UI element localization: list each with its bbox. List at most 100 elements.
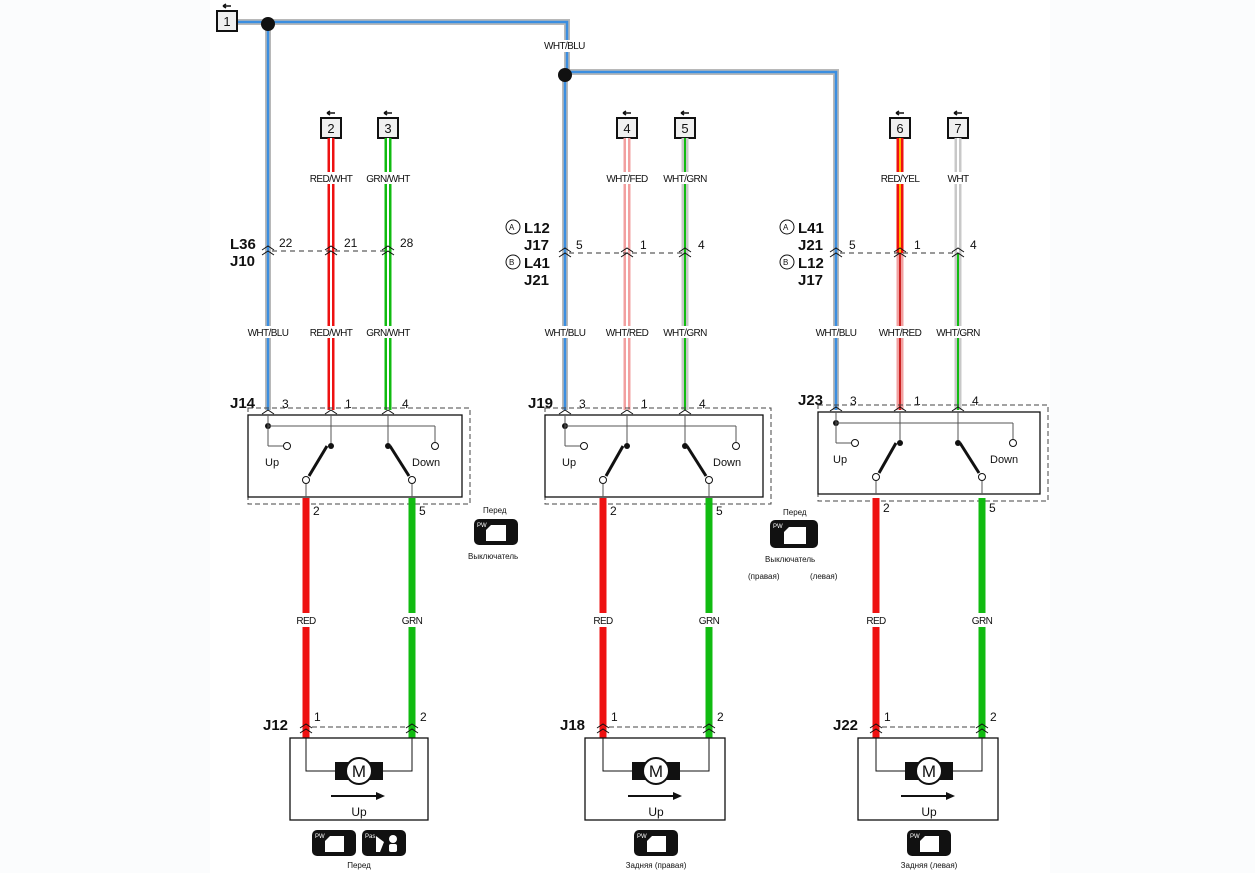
terminal-2[interactable]: 2 [320,110,342,139]
connector-chevron [558,247,572,258]
down-label: Down [412,457,440,469]
down-label: Down [990,454,1018,466]
terminal-number: 3 [384,121,391,136]
pin-label: 2 [420,710,427,724]
pin-label: 1 [884,710,891,724]
svg-text:Перед: Перед [783,508,807,517]
pin-label: 3 [579,397,586,411]
arrow-left-icon [953,110,962,116]
terminal-7[interactable]: 7 [947,110,969,139]
window-door-icon [647,836,666,852]
window-door-icon [920,836,939,852]
arrow-left-icon [622,110,631,116]
wire-label: WHT/GRN [936,328,980,339]
connector-chevron [596,723,610,734]
terminal-number: 7 [954,121,961,136]
connector-chevron [324,409,338,415]
up-label: Up [562,457,576,469]
svg-text:PW: PW [477,523,487,529]
arrow-left-icon [326,110,335,116]
svg-text:4: 4 [970,238,977,252]
svg-text:1: 1 [914,238,921,252]
switch-contact [388,445,411,477]
connector-chevron [620,409,634,415]
pin-label: 1 [314,710,321,724]
badge-label: PW [910,834,920,840]
svg-text:Выключатель: Выключатель [765,555,815,564]
connector-chevron [893,247,907,258]
wire-label: GRN [972,616,993,627]
svg-text:Выключатель: Выключатель [468,552,518,561]
connector-chevron [869,723,883,734]
pin-label: 2 [717,710,724,724]
wire-label: WHT [948,174,969,185]
pin-label: 5 [419,504,426,518]
connector-chevron [261,245,275,256]
svg-text:A: A [509,223,515,232]
terminal-number: 5 [681,121,688,136]
connector-right-b1: L12 [798,255,824,272]
switch-body [817,411,1041,495]
wire-label: GRN/WHT [366,174,410,185]
terminal-number: 1 [223,14,230,29]
wire-label: WHT/BLU [816,328,857,339]
connector-chevron [678,409,692,415]
connector-chevron [975,723,989,734]
motor-caption: Задняя (левая) [901,861,958,870]
wire-label: WHT/GRN [663,328,707,339]
pin-label: 4 [699,397,706,411]
switch-contact [685,445,708,477]
up-label: Up [833,454,847,466]
pin-label: 3 [282,397,289,411]
connector-chevron [893,406,907,412]
direction-label: Up [921,805,937,819]
connector-chevron [381,245,395,256]
svg-text:(левая): (левая) [810,572,838,581]
svg-text:4: 4 [698,238,705,252]
wire-label: RED/WHT [310,328,353,339]
terminal-number: 6 [896,121,903,136]
terminal-number: 4 [623,121,630,136]
badge-label: Pas. [365,834,377,840]
wire-label: RED/YEL [881,174,921,185]
pin-label: 2 [610,504,617,518]
wire-label: RED [296,616,316,627]
pin-label: 2 [883,501,890,515]
direction-label: Up [351,805,367,819]
svg-text:A: A [783,223,789,232]
connector-middle-b2: J21 [524,272,549,289]
connector-left-line1: L36 [230,236,256,253]
connector-middle-a2: J17 [524,237,549,254]
trunk-wire [236,17,839,410]
switch-id: J14 [230,395,256,412]
connector-right-a2: J21 [798,237,823,254]
pin-label: 1 [611,710,618,724]
switch-body [544,414,764,498]
terminal-6[interactable]: 6 [889,110,911,139]
wire-label: RED [593,616,613,627]
down-label: Down [713,457,741,469]
connector-chevron [558,409,572,415]
terminal-1[interactable]: 1 [216,3,238,32]
pin-label: 1 [914,394,921,408]
motor-connector-id: J22 [833,717,858,734]
window-door-icon [325,836,344,852]
terminal-4[interactable]: 4 [616,110,638,139]
pin-label: 22 [279,236,293,250]
terminal-3[interactable]: 3 [377,110,399,139]
pin-label: 4 [402,397,409,411]
arrow-left-icon [383,110,392,116]
wire-label: RED/WHT [310,174,353,185]
terminal-5[interactable]: 5 [674,110,696,139]
connector-chevron [299,723,313,734]
motor-connector-id: J18 [560,717,585,734]
connector-chevron [951,247,965,258]
switch-contact [604,445,625,477]
connector-chevron [678,247,692,258]
motor-symbol: M [649,762,663,781]
connector-chevron [620,247,634,258]
